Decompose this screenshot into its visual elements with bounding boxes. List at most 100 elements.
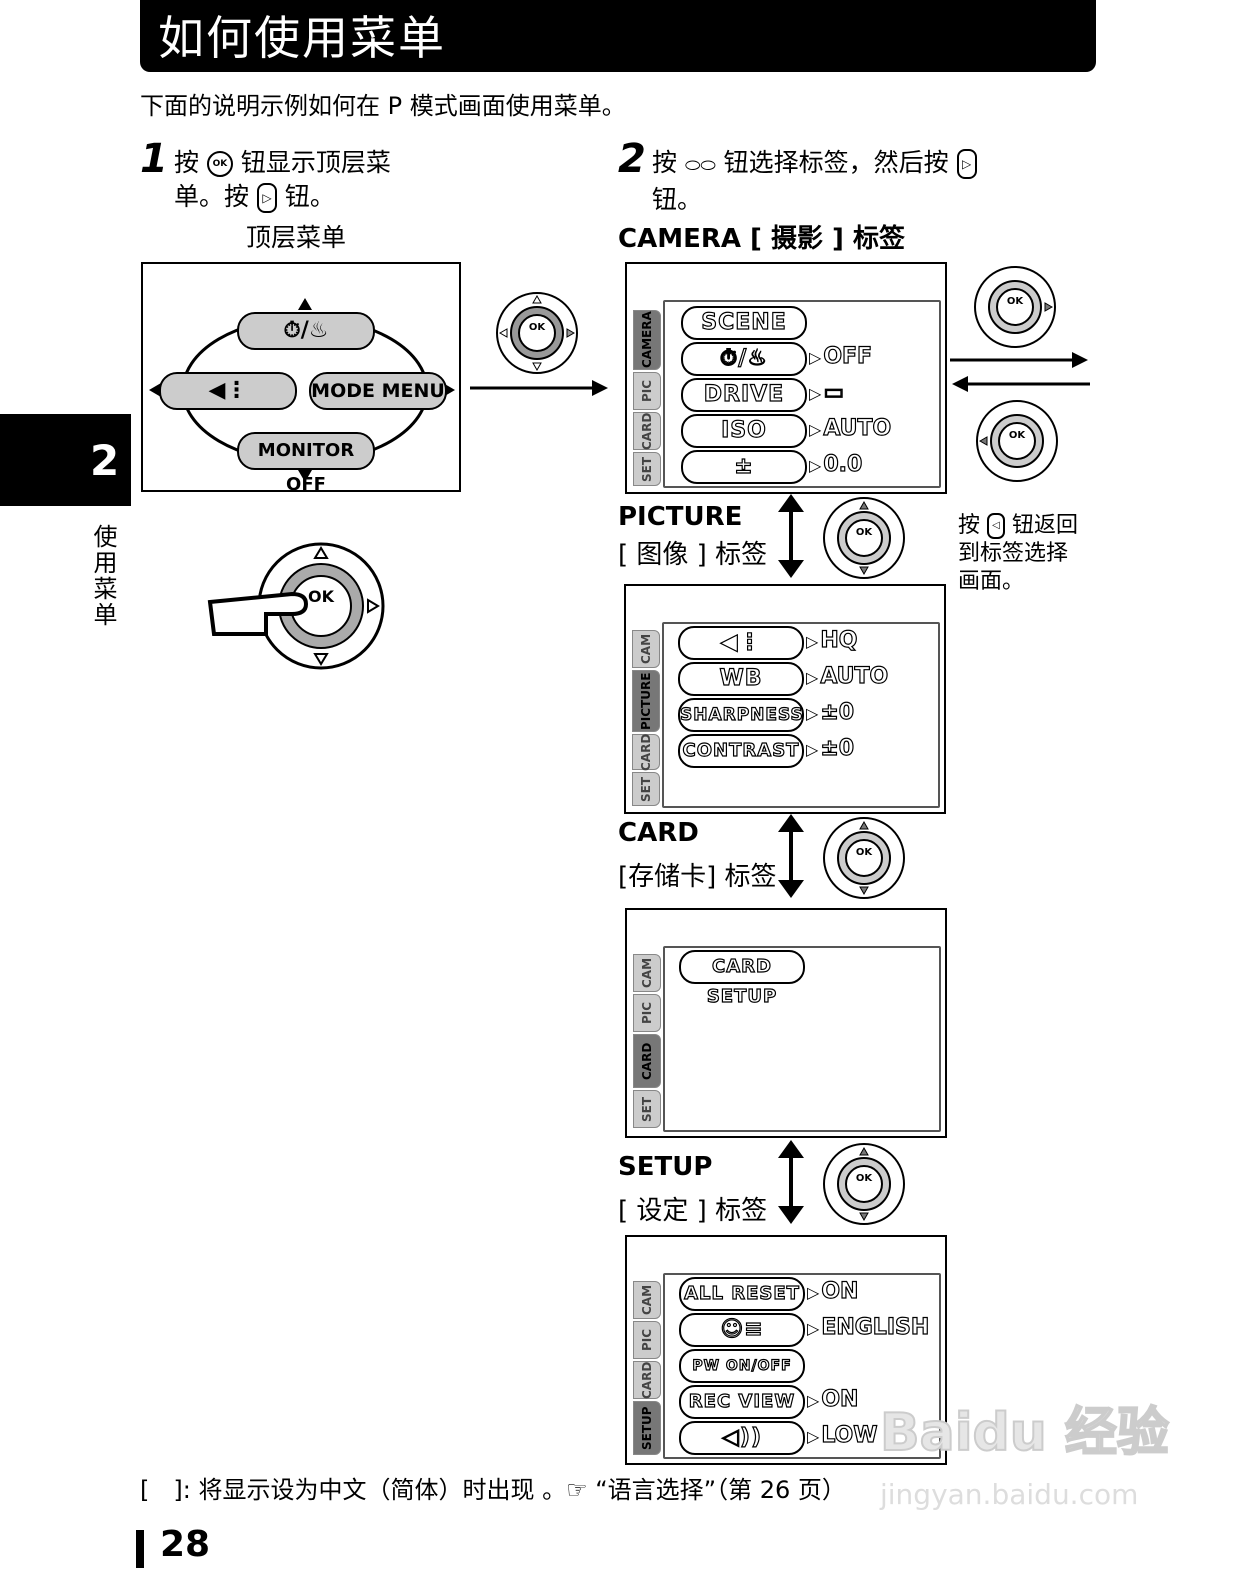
menu-item-language[interactable]: ☺≡ xyxy=(679,1313,805,1347)
setup-tab-sub: [ 设定 ] 标签 xyxy=(618,1196,768,1226)
right-arrow xyxy=(470,380,608,396)
card-screen: CAM PIC CARD SET CARD SETUP xyxy=(625,908,947,1138)
finger-pressing-ok-icon: OK xyxy=(207,542,385,670)
tab-card[interactable]: CARD xyxy=(632,733,660,771)
menu-item-sharpness[interactable]: SHARPNESS xyxy=(678,698,804,732)
menu-item-scene[interactable]: SCENE xyxy=(681,306,807,340)
tab-card[interactable]: CARD xyxy=(633,412,661,450)
step1-text-b: 钮显示顶层菜 xyxy=(240,148,391,177)
menu-item-sound[interactable]: ◁)) xyxy=(679,1421,805,1455)
footnote: [ ]: 将显示设为中文（简体）时出现 。☞ “语言选择”（第 26 页） xyxy=(140,1476,846,1504)
mode-menu-item[interactable]: MODE MENU xyxy=(309,372,447,410)
vertical-double-arrow xyxy=(778,1140,804,1224)
control-pad-right-icon: OK xyxy=(974,266,1056,348)
setup-screen: CAM PIC CARD SETUP ALL RESET ON ☺≡ ENGLI… xyxy=(625,1235,947,1465)
menu-item-rec-view[interactable]: REC VIEW xyxy=(679,1385,805,1419)
tab-pic[interactable]: PIC xyxy=(633,372,661,410)
watermark-url: jingyan.baidu.com xyxy=(880,1478,1139,1511)
top-menu-label: 顶层菜单 xyxy=(246,223,347,252)
tab-setup[interactable]: SETUP xyxy=(633,1401,661,1455)
step1-text-c: 单。按 xyxy=(174,182,250,211)
picture-screen: CAM PICTURE CARD SET ◀⋮ HQ WB AUTO SHARP… xyxy=(624,584,946,814)
camera-tab-heading: CAMERA [ 摄影 ] 标签 xyxy=(618,224,905,254)
tab-cam[interactable]: CAM xyxy=(633,954,661,992)
control-pad-updown-icon: OK xyxy=(823,1143,905,1225)
setup-tab-heading: SETUP xyxy=(618,1152,713,1182)
two-way-arrows xyxy=(950,352,1090,392)
value-rec-view: ON xyxy=(807,1385,859,1416)
svg-text:OK: OK xyxy=(856,527,874,538)
chapter-tab xyxy=(0,414,131,506)
page-number: 28 xyxy=(160,1524,211,1565)
step1-text-a: 按 xyxy=(174,148,200,177)
value-language: ENGLISH xyxy=(807,1313,930,1344)
tab-camera[interactable]: CAMERA xyxy=(633,310,661,370)
value-exposure: 0.0 xyxy=(809,450,863,481)
chapter-number: 2 xyxy=(90,436,120,485)
control-pad-updown-icon: OK xyxy=(823,497,905,579)
value-wb: AUTO xyxy=(806,662,889,693)
menu-item-drive[interactable]: DRIVE xyxy=(681,378,807,412)
ok-button-icon: OK xyxy=(206,151,233,177)
tab-cam[interactable]: CAM xyxy=(633,1281,661,1319)
step2-number: 2 xyxy=(618,136,646,182)
step2-text-b: 钮选择标签，然后按 xyxy=(723,148,949,177)
tab-pic[interactable]: PIC xyxy=(633,994,661,1032)
control-pad-icon: OK xyxy=(496,292,578,374)
step2-text-c: 钮。 xyxy=(652,185,703,214)
card-tab-heading: CARD xyxy=(618,818,699,848)
svg-text:OK: OK xyxy=(856,1173,874,1184)
menu-item-card-setup[interactable]: CARD SETUP xyxy=(679,950,805,1008)
page-title: 如何使用菜单 xyxy=(158,11,446,65)
page-number-bar xyxy=(136,1530,144,1568)
return-note: 按 ◁ 钮返回 到标签选择 画面。 xyxy=(958,513,1079,594)
svg-text:OK: OK xyxy=(856,847,874,858)
title-bar xyxy=(140,0,1096,72)
svg-text:OK: OK xyxy=(1007,296,1025,307)
menu-item-wb[interactable]: WB xyxy=(678,662,804,696)
vertical-double-arrow xyxy=(778,494,804,578)
up-down-buttons-icon: ⬭⬭ xyxy=(684,155,716,176)
value-contrast: ±0 xyxy=(806,734,855,765)
tab-set[interactable]: SET xyxy=(633,452,661,486)
tab-card[interactable]: CARD xyxy=(633,1034,661,1088)
tab-picture[interactable]: PICTURE xyxy=(632,670,660,732)
left-arrow-button-icon: ◁ xyxy=(987,513,1006,539)
menu-item-iso[interactable]: ISO xyxy=(681,414,807,448)
monitor-off-menu-item[interactable]: MONITOR OFF xyxy=(237,432,375,495)
value-sound: LOW xyxy=(807,1421,878,1452)
menu-item-pw-setup[interactable]: PW ON/OFF SETUP xyxy=(679,1349,805,1405)
menu-item-contrast[interactable]: CONTRAST xyxy=(678,734,804,768)
step1-number: 1 xyxy=(140,136,168,182)
vertical-double-arrow xyxy=(778,814,804,898)
picture-tab-heading: PICTURE xyxy=(618,502,743,532)
quality-menu-item[interactable]: ◀⋮ xyxy=(159,372,297,410)
menu-item-all-reset[interactable]: ALL RESET xyxy=(679,1277,805,1311)
value-all-reset: ON xyxy=(807,1277,859,1308)
value-sharpness: ±0 xyxy=(806,698,855,729)
watermark-logo: Baidu 经验 xyxy=(879,1402,1170,1464)
intro-text: 下面的说明示例如何在 P 模式画面使用菜单。 xyxy=(140,92,626,120)
ok-text: OK xyxy=(308,587,335,606)
menu-item-quality[interactable]: ◀⋮ xyxy=(678,626,804,660)
tab-card[interactable]: CARD xyxy=(633,1361,661,1399)
value-iso: AUTO xyxy=(809,414,892,445)
value-self-timer: OFF xyxy=(809,342,873,373)
tab-set[interactable]: SET xyxy=(633,1090,661,1128)
tab-set[interactable]: SET xyxy=(632,772,660,806)
tab-cam[interactable]: CAM xyxy=(632,630,660,668)
svg-text:OK: OK xyxy=(1009,430,1027,441)
menu-item-self-timer[interactable]: ⏱/♨ xyxy=(681,342,807,376)
step1-text: 按 OK 钮显示顶层菜 单。按 ▷ 钮。 xyxy=(174,146,391,214)
control-pad-updown-icon: OK xyxy=(823,817,905,899)
picture-tab-sub: [ 图像 ] 标签 xyxy=(618,540,768,570)
top-menu-diagram: ⏱/♨ ◀⋮ MODE MENU MONITOR OFF xyxy=(141,262,461,495)
self-timer-menu-item[interactable]: ⏱/♨ xyxy=(237,312,375,350)
value-drive: ▭ xyxy=(809,378,845,409)
tab-pic[interactable]: PIC xyxy=(633,1321,661,1359)
step2-text-a: 按 xyxy=(652,148,678,177)
svg-text:OK: OK xyxy=(529,322,547,333)
menu-item-exposure[interactable]: ± xyxy=(681,450,807,484)
value-quality: HQ xyxy=(806,626,858,657)
step1-text-d: 钮。 xyxy=(284,182,335,211)
